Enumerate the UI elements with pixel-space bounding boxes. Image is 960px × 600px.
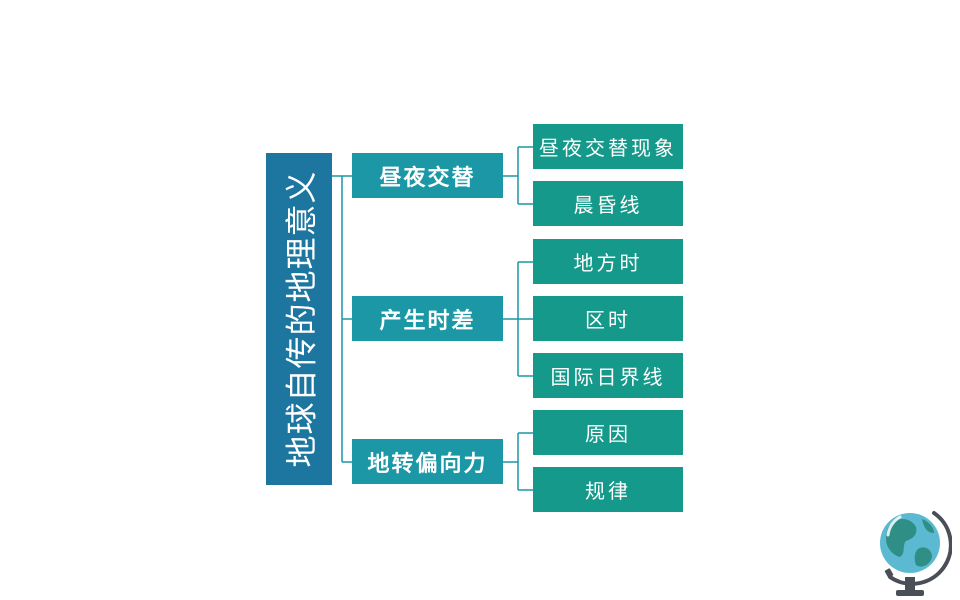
leaf-node: 规律 — [533, 467, 683, 512]
branch-node-coriolis: 地转偏向力 — [352, 439, 503, 484]
leaf-node: 原因 — [533, 410, 683, 455]
connector-branch-3 — [503, 432, 533, 491]
leaf-label: 国际日界线 — [550, 365, 666, 389]
branch-label: 产生时差 — [379, 308, 476, 334]
branch-node-time-difference: 产生时差 — [352, 296, 503, 341]
root-label: 地球自传的地理意义 — [282, 170, 321, 468]
connector-branch-2 — [503, 261, 533, 377]
leaf-label: 规律 — [585, 479, 631, 503]
connector-root-branches — [332, 175, 352, 463]
leaf-label: 原因 — [585, 422, 631, 446]
branch-label: 地转偏向力 — [367, 451, 488, 477]
leaf-node: 昼夜交替现象 — [533, 124, 683, 169]
globe-icon — [880, 511, 952, 596]
connector-branch-1 — [503, 146, 533, 205]
leaf-node: 地方时 — [533, 239, 683, 284]
leaf-node: 晨昏线 — [533, 181, 683, 226]
branch-label: 昼夜交替 — [379, 165, 476, 191]
leaf-label: 昼夜交替现象 — [539, 136, 677, 160]
leaf-label: 地方时 — [573, 251, 643, 275]
branch-node-day-night: 昼夜交替 — [352, 153, 503, 198]
leaf-node: 区时 — [533, 296, 683, 341]
leaf-label: 区时 — [585, 308, 631, 332]
leaf-node: 国际日界线 — [533, 353, 683, 398]
root-node: 地球自传的地理意义 — [266, 153, 332, 485]
leaf-label: 晨昏线 — [573, 193, 643, 217]
